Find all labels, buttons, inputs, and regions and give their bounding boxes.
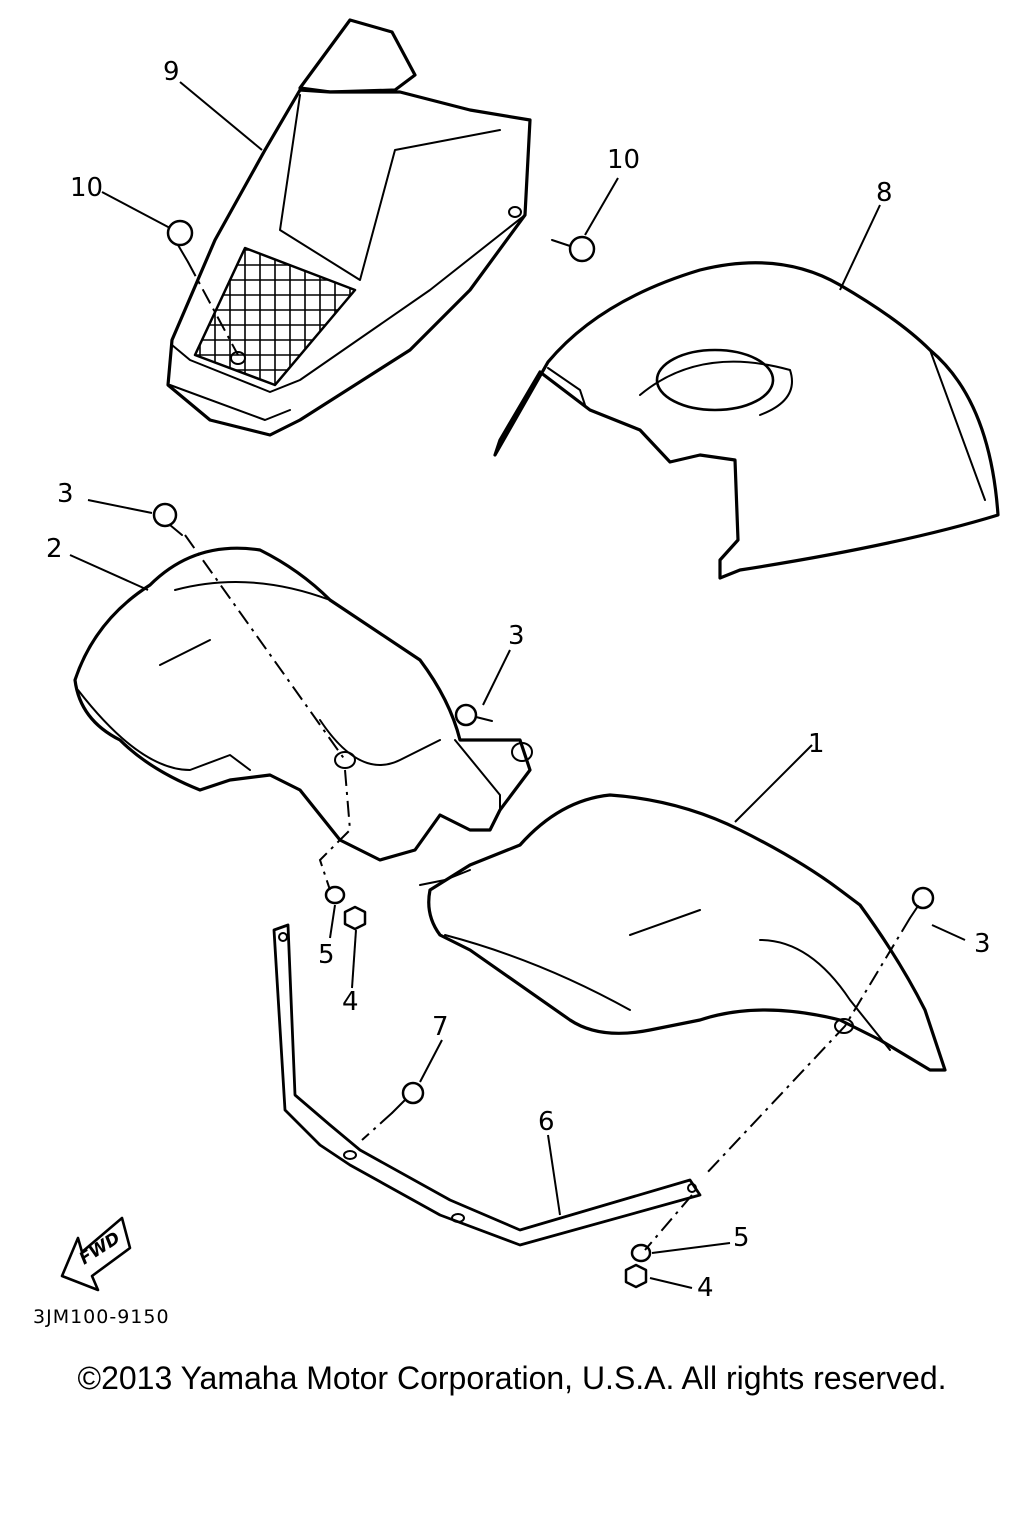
- part-2-front-fender: [73, 546, 533, 862]
- fastener-nut-4-left: [343, 905, 367, 931]
- callout-3-mid: 3: [508, 621, 525, 651]
- callout-6: 6: [538, 1107, 555, 1137]
- assembly-line-left: [184, 534, 346, 761]
- callout-8: 8: [876, 178, 893, 208]
- copyright-notice: ©2013 Yamaha Motor Corporation, U.S.A. A…: [77, 1360, 947, 1396]
- callout-4-left: 4: [342, 987, 359, 1017]
- part-1-rear-fender: [419, 793, 947, 1072]
- fastener-bolt-3-top: [152, 502, 183, 536]
- drawing-code: 3JM100-9150: [33, 1306, 170, 1328]
- callout-5-left: 5: [318, 940, 335, 970]
- part-8-tank-cover: [493, 261, 1000, 580]
- part-6-stay-bracket: [272, 923, 702, 1247]
- callout-10-right: 10: [607, 145, 640, 175]
- callout-10-left: 10: [70, 173, 103, 203]
- fastener-bolt-10-right: [551, 235, 596, 263]
- callout-4-right: 4: [697, 1273, 714, 1303]
- callout-9: 9: [163, 57, 180, 87]
- exploded-parts-diagram: 9 10 10 8 3 2 3 1 3 5 4 7 6 5 4 FWD 3JM1…: [33, 18, 1000, 1328]
- assembly-line-right: [704, 917, 911, 1176]
- callout-3-right: 3: [974, 929, 991, 959]
- assembly-line-bolt7: [361, 1112, 393, 1141]
- fastener-bolt-3-right: [909, 886, 935, 919]
- fastener-nut-4-right: [624, 1263, 648, 1289]
- fastener-bolt-10-left: [166, 219, 194, 263]
- leader-lines: [69, 81, 966, 1289]
- assembly-line-nut-right: [644, 1194, 693, 1251]
- callout-2: 2: [46, 534, 63, 564]
- callout-1: 1: [808, 729, 825, 759]
- callout-7: 7: [432, 1012, 449, 1042]
- fwd-arrow-icon: FWD: [60, 1216, 132, 1292]
- fastener-washer-5-left: [324, 885, 346, 905]
- part-9-cover: [166, 18, 532, 437]
- callout-5-right: 5: [733, 1223, 750, 1253]
- fastener-bolt-7: [391, 1081, 425, 1114]
- fastener-bolt-3-mid: [454, 703, 493, 727]
- callout-3-top: 3: [57, 479, 74, 509]
